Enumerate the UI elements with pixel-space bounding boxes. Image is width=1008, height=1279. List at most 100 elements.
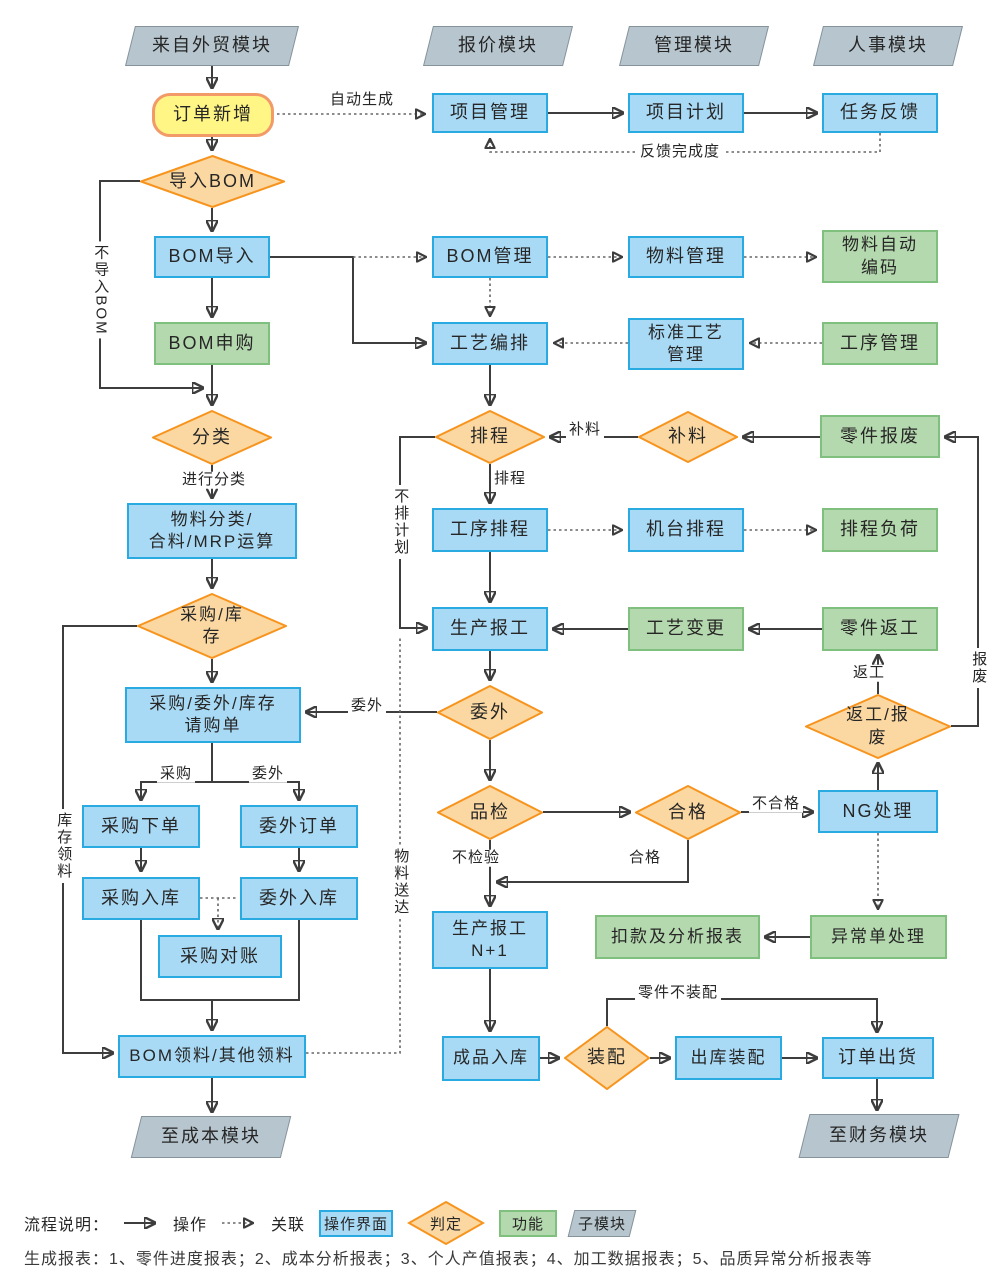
node-label: 分类 xyxy=(192,426,232,447)
node-label: 生产报工 N+1 xyxy=(452,918,528,960)
edge xyxy=(270,256,426,343)
node-bom-mgmt: BOM管理 xyxy=(432,236,548,278)
node-order-ship: 订单出货 xyxy=(822,1037,934,1079)
node-auto-material-code: 物料自动 编码 xyxy=(822,230,938,283)
node-task-feedback: 任务反馈 xyxy=(822,93,938,133)
node-label: 订单新增 xyxy=(173,104,253,125)
node-refill-q: 补料 xyxy=(638,411,738,463)
edge-label: 补料 xyxy=(565,421,605,439)
node-label: 补料 xyxy=(668,426,708,447)
node-label: 报价模块 xyxy=(458,35,538,56)
node-to-finance-module: 至财务模块 xyxy=(798,1114,960,1158)
node-label: 生产报工 xyxy=(450,618,530,639)
node-quote-module: 报价模块 xyxy=(423,26,573,66)
node-label: 零件报废 xyxy=(840,425,920,446)
node-op-schedule: 工序排程 xyxy=(432,508,548,552)
node-machine-schedule: 机台排程 xyxy=(628,508,744,552)
node-schedule-load: 排程负荷 xyxy=(822,508,938,552)
node-label: 零件返工 xyxy=(840,618,920,639)
node-label: 物料分类/ 合料/MRP运算 xyxy=(148,509,276,551)
node-label: 出库装配 xyxy=(690,1047,767,1067)
node-abnormal-handle: 异常单处理 xyxy=(810,915,947,959)
legend-solid-label: 操作 xyxy=(173,1217,208,1234)
node-finished-in: 成品入库 xyxy=(442,1036,540,1081)
node-std-process-mgmt: 标准工艺 管理 xyxy=(628,318,744,370)
node-outsource-in: 委外入库 xyxy=(240,877,358,920)
node-qualified-q: 合格 xyxy=(635,785,741,840)
edge-label: 不检验 xyxy=(448,849,504,867)
node-process-arrange: 工艺编排 xyxy=(432,322,548,365)
legend: 流程说明： 操作 关联 操作界面 判定 功能 子模块 xyxy=(24,1200,637,1246)
edge-label: 反馈完成度 xyxy=(636,143,724,161)
node-inspect-q: 品检 xyxy=(437,785,543,840)
diamond-shape xyxy=(564,1026,650,1090)
edge-label: 不导入BOM xyxy=(91,241,109,339)
diamond-shape xyxy=(437,685,543,740)
node-bom-picking: BOM领料/其他领料 xyxy=(118,1035,306,1078)
node-classify-q: 分类 xyxy=(152,410,272,465)
node-label: 机台排程 xyxy=(646,519,726,540)
node-label: 装配 xyxy=(587,1047,627,1068)
edge-label: 进行分类 xyxy=(178,471,250,489)
node-label: 采购/库 存 xyxy=(180,604,244,646)
node-project-plan: 项目计划 xyxy=(628,93,744,133)
node-op-mgmt: 工序管理 xyxy=(822,322,938,365)
node-label: BOM管理 xyxy=(446,246,534,267)
node-label: 项目计划 xyxy=(646,102,726,123)
diamond-shape xyxy=(152,410,272,465)
legend-decision-sample: 判定 xyxy=(407,1200,486,1246)
node-label: 导入BOM xyxy=(168,170,256,191)
node-part-scrap: 零件报废 xyxy=(820,415,940,458)
node-label: 排程负荷 xyxy=(840,519,920,540)
node-label: 项目管理 xyxy=(450,102,530,123)
node-material-classify: 物料分类/ 合料/MRP运算 xyxy=(127,503,297,559)
node-hr-module: 人事模块 xyxy=(813,26,963,66)
node-label: 委外入库 xyxy=(259,887,339,908)
node-purchase-request: 采购/委外/库存 请购单 xyxy=(125,687,301,743)
edge xyxy=(212,781,299,800)
edge-label: 委外 xyxy=(347,697,387,715)
diamond-shape xyxy=(635,785,741,840)
node-label: 委外订单 xyxy=(259,815,339,836)
edge-label: 报废 xyxy=(969,648,987,688)
node-deduction-report: 扣款及分析报表 xyxy=(595,915,760,959)
node-purchase-order: 采购下单 xyxy=(82,805,200,848)
node-schedule-q: 排程 xyxy=(435,410,545,464)
solid-arrow-sample xyxy=(124,1217,159,1229)
node-to-cost-module: 至成本模块 xyxy=(130,1116,292,1158)
legend-ui-sample: 操作界面 xyxy=(319,1209,394,1237)
node-purchase-reconcile: 采购对账 xyxy=(158,935,282,978)
edge-label: 零件不装配 xyxy=(634,984,722,1002)
node-mgmt-module: 管理模块 xyxy=(619,26,769,66)
node-bom-import: BOM导入 xyxy=(154,236,270,278)
node-label: 采购入库 xyxy=(101,887,181,908)
node-label: 工序排程 xyxy=(450,519,530,540)
node-material-mgmt: 物料管理 xyxy=(628,236,744,278)
edge-label: 自动生成 xyxy=(326,91,398,109)
node-ng-handle: NG处理 xyxy=(818,790,938,833)
edge-label: 库存领料 xyxy=(54,809,72,883)
diamond-shape xyxy=(435,410,545,464)
node-label: 标准工艺 管理 xyxy=(648,322,724,364)
node-label: 采购对账 xyxy=(180,945,260,966)
edge-label: 不合格 xyxy=(748,795,804,813)
node-label: 品检 xyxy=(470,801,510,822)
node-label: 合格 xyxy=(668,801,708,822)
edge-label: 合格 xyxy=(625,849,665,867)
legend-module-sample: 子模块 xyxy=(567,1209,637,1237)
node-prod-report: 生产报工 xyxy=(432,607,548,651)
node-label: 异常单处理 xyxy=(831,926,926,946)
node-label: 委外 xyxy=(470,701,510,722)
node-label: 采购下单 xyxy=(101,815,181,836)
node-outsource-order: 委外订单 xyxy=(240,805,358,848)
node-bom-requisition: BOM申购 xyxy=(154,322,270,365)
node-order-new: 订单新增 xyxy=(152,93,274,137)
node-label: 至成本模块 xyxy=(161,1126,261,1147)
edge-label: 返工 xyxy=(849,664,889,682)
node-prod-report-n1: 生产报工 N+1 xyxy=(432,911,548,969)
node-assembly-q: 装配 xyxy=(564,1026,650,1090)
edge xyxy=(141,781,212,800)
node-label: 管理模块 xyxy=(654,35,734,56)
node-label: 物料自动 编码 xyxy=(842,235,918,277)
